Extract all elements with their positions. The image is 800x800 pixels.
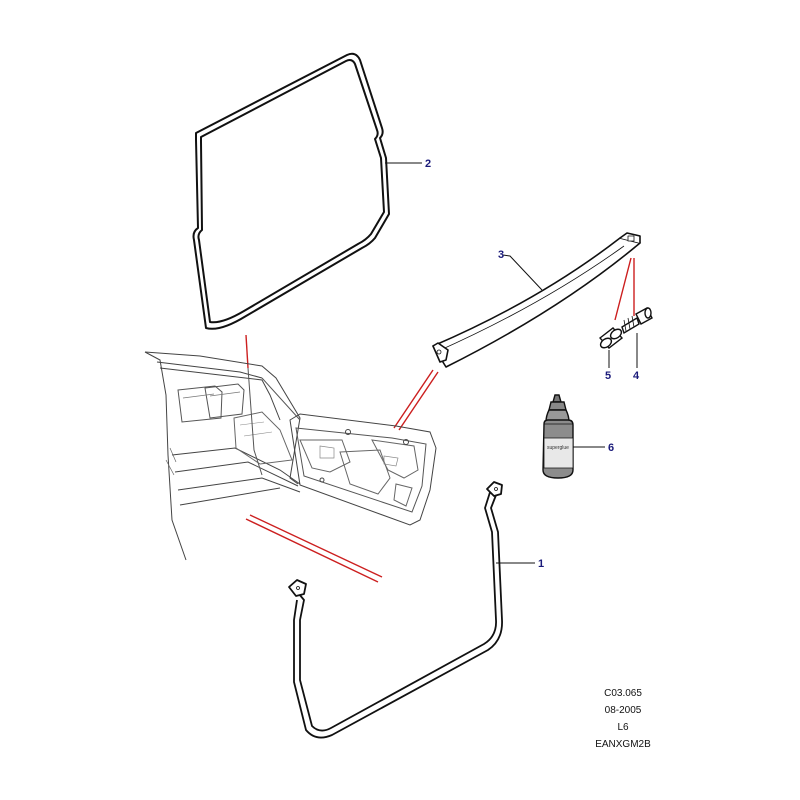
ref-diagram-id: EANXGM2B: [595, 739, 651, 750]
bottle-label: superglue: [547, 445, 569, 451]
callout-line-3: [502, 254, 543, 291]
callout-1: 1: [538, 558, 544, 570]
callout-2: 2: [425, 158, 431, 170]
vehicle-rear-view: [144, 351, 301, 561]
spacer-bush: [598, 327, 624, 349]
callout-5: 5: [605, 370, 611, 382]
door-trim-strip: [432, 232, 641, 368]
guide-lines: [245, 257, 635, 583]
callout-6: 6: [608, 442, 614, 454]
ref-model: L6: [617, 722, 629, 733]
lower-door-seal: [288, 481, 503, 739]
bolt: [621, 307, 653, 335]
adhesive-bottle: [542, 394, 574, 479]
rear-door-open: [289, 413, 437, 526]
ref-code: C03.065: [604, 688, 642, 699]
ref-date: 08-2005: [605, 705, 642, 716]
reference-block: C03.065 08-2005 L6 EANXGM2B: [595, 688, 651, 750]
callout-4: 4: [633, 370, 640, 382]
callout-3: 3: [498, 249, 504, 261]
upper-door-seal: [192, 52, 390, 330]
